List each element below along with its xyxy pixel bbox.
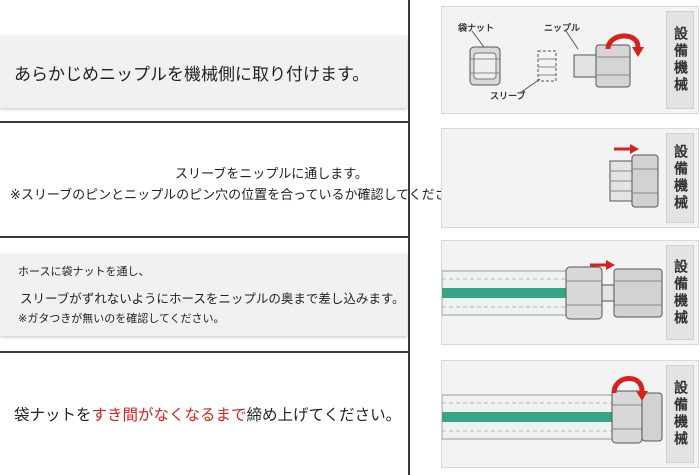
step-4-text-a: 袋ナットを [14,406,92,424]
nipple-part [641,392,663,442]
nipple-part [631,154,659,208]
step-4-text-b: 締め上げてください。 [246,406,402,424]
equipment-label: 設備機械 [666,245,694,340]
step-1-diagram: 袋ナット ニップル スリーブ 設備機械 [441,6,699,114]
rotate-arrow-icon [611,376,645,394]
hose-insert-illustration [442,260,663,320]
step-4-emphasis: すき間がなくなるまで [91,406,247,424]
step-3-diagram: 設備機械 [441,240,699,345]
step-divider-3 [0,351,410,353]
nut-part [469,46,501,86]
step-4-text: 袋ナットをすき間がなくなるまで締め上げてください。 [14,403,401,425]
step-3-line-1: ホースに袋ナットを通し、 [18,265,150,278]
rotate-arrow-icon [605,33,641,50]
nut-label: 袋ナット [458,24,495,34]
equipment-label: 設備機械 [666,11,694,109]
equipment-label: 設備機械 [666,133,694,223]
step-1-text: あらかじめニップルを機械側に取り付けます。 [14,65,370,85]
step-divider-1 [0,121,410,123]
step-divider-2 [0,236,410,238]
step-1-text-box: あらかじめニップルを機械側に取り付けます。 [0,36,407,108]
step-4-diagram: 設備機械 [441,360,699,468]
nipple-label: ニップル [544,24,581,34]
step-2-diagram: 設備機械 [441,128,699,228]
nut-part [611,390,643,444]
step-3-text-box [0,254,407,336]
step-3-line-3: ※ガタつきが無いのを確認してください。 [18,312,225,325]
sleeve-label: スリーブ [490,92,526,102]
sleeve-insert-illustration [609,144,659,208]
parts-illustration [469,30,644,94]
step-2-line-1: スリーブをニップルに通します。 [175,167,368,182]
sleeve-part [537,50,557,82]
nut-part [565,266,603,320]
step-3-line-2: スリーブがずれないようにホースをニップルの奥まで差し込みます。 [20,291,405,306]
tighten-illustration [442,376,663,444]
nipple-part [613,268,663,318]
step-2-line-2: ※スリーブのピンとニップルのピン穴の位置を合っているか確認してください。 [10,188,474,203]
sleeve-part [609,160,633,202]
push-arrow-icon [606,260,615,270]
nipple-part [573,44,631,88]
push-arrow-icon [630,144,639,154]
equipment-label: 設備機械 [666,365,694,463]
